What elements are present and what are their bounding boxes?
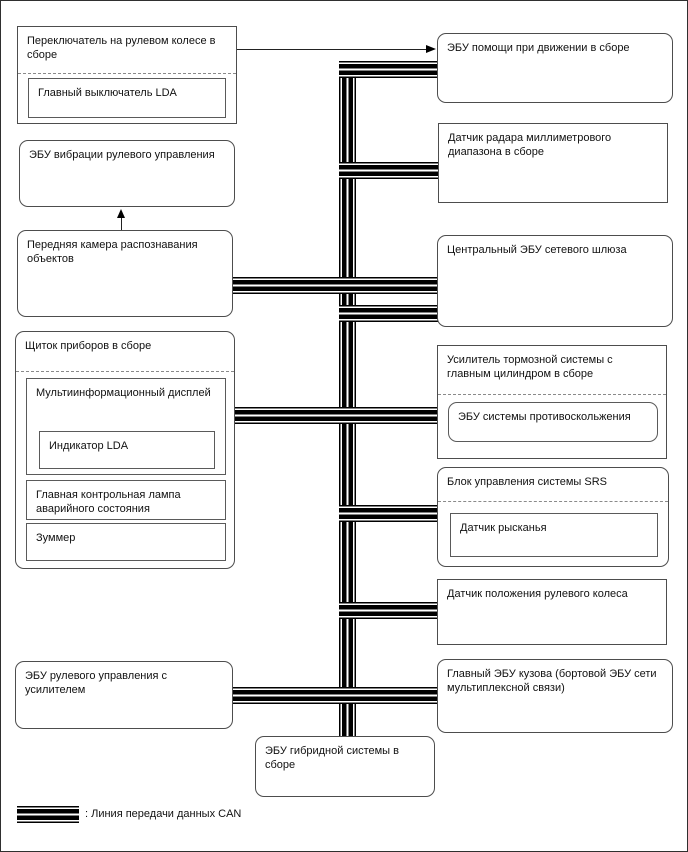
node-label: Датчик рысканья <box>460 522 547 534</box>
node-label: Щиток приборов в сборе <box>25 340 152 352</box>
node-label: ЭБУ гибридной системы в сборе <box>265 745 399 772</box>
can-line-legend-icon <box>17 806 79 823</box>
node-multi-information-display: Мультиинформационный дисплей Индикатор L… <box>26 378 226 475</box>
node-hybrid-system-ecu: ЭБУ гибридной системы в сборе <box>255 736 435 797</box>
can-bus-branch-camera-gateway <box>232 277 439 294</box>
node-label: Главный выключатель LDA <box>38 87 177 99</box>
can-bus-branch-gateway-lower <box>339 305 439 322</box>
dashed-divider <box>18 73 236 74</box>
dashed-divider <box>16 371 234 372</box>
node-label: Зуммер <box>36 532 76 544</box>
arrowhead-right-icon <box>426 45 436 53</box>
arrow-line-camera-to-vibration-ecu <box>121 212 122 230</box>
node-label: Главная контрольная лампа аварийного сос… <box>36 489 181 516</box>
node-label: ЭБУ рулевого управления с усилителем <box>25 670 168 697</box>
arrowhead-up-icon <box>117 209 125 218</box>
can-bus-branch-steering-angle <box>339 602 439 619</box>
node-lda-main-switch: Главный выключатель LDA <box>28 78 226 118</box>
node-skid-control-ecu: ЭБУ системы противоскольжения <box>448 402 658 442</box>
node-label: Блок управления системы SRS <box>447 476 607 488</box>
node-millimeter-wave-radar-sensor: Датчик радара миллиметрового диапазона в… <box>438 123 668 203</box>
node-label: Главный ЭБУ кузова (бортовой ЭБУ сети му… <box>447 668 657 695</box>
node-label: Мультиинформационный дисплей <box>36 387 211 399</box>
node-srs-control-unit: Блок управления системы SRS Датчик рыска… <box>437 467 669 567</box>
node-lda-indicator: Индикатор LDA <box>39 431 215 469</box>
can-bus-branch-yaw-sensor <box>339 505 439 522</box>
node-driving-support-ecu: ЭБУ помощи при движении в сборе <box>437 33 673 103</box>
can-bus-branch-radar <box>339 162 440 179</box>
node-steering-wheel-switch: Переключатель на рулевом колесе в сборе … <box>17 26 237 124</box>
node-central-gateway-ecu: Центральный ЭБУ сетевого шлюза <box>437 235 673 327</box>
node-main-body-ecu: Главный ЭБУ кузова (бортовой ЭБУ сети му… <box>437 659 673 733</box>
can-bus-branch-driving-assist <box>339 61 439 78</box>
node-master-warning-lamp: Главная контрольная лампа аварийного сос… <box>26 480 226 520</box>
node-brake-booster-master-cylinder: Усилитель тормозной системы с главным ци… <box>437 345 667 459</box>
node-yaw-rate-sensor: Датчик рысканья <box>450 513 658 557</box>
can-bus-branch-steering-body <box>232 687 439 704</box>
node-steering-vibration-ecu: ЭБУ вибрации рулевого управления <box>19 140 235 207</box>
node-label: Центральный ЭБУ сетевого шлюза <box>447 244 627 256</box>
node-buzzer: Зуммер <box>26 523 226 561</box>
node-label: Передняя камера распознавания объектов <box>27 239 198 266</box>
node-steering-angle-sensor: Датчик положения рулевого колеса <box>437 579 667 645</box>
node-label: ЭБУ помощи при движении в сборе <box>447 42 630 54</box>
can-bus-trunk <box>339 61 356 736</box>
can-bus-branch-cluster-skid-control <box>234 407 449 424</box>
dashed-divider <box>438 394 666 395</box>
node-label: Усилитель тормозной системы с главным ци… <box>447 354 613 381</box>
node-front-recognition-camera: Передняя камера распознавания объектов <box>17 230 233 317</box>
node-power-steering-ecu: ЭБУ рулевого управления с усилителем <box>15 661 233 729</box>
can-line-legend-label: : Линия передачи данных CAN <box>85 808 242 820</box>
node-label: ЭБУ вибрации рулевого управления <box>29 149 215 161</box>
arrow-line-switch-to-assist-ecu <box>237 49 427 50</box>
node-label: ЭБУ системы противоскольжения <box>458 411 631 423</box>
node-label: Датчик радара миллиметрового диапазона в… <box>448 132 612 159</box>
node-label: Индикатор LDA <box>49 440 129 452</box>
dashed-divider <box>438 501 668 502</box>
node-label: Переключатель на рулевом колесе в сборе <box>27 35 216 62</box>
node-instrument-cluster: Щиток приборов в сборе Мультиинформацион… <box>15 331 235 569</box>
node-label: Датчик положения рулевого колеса <box>447 588 628 600</box>
